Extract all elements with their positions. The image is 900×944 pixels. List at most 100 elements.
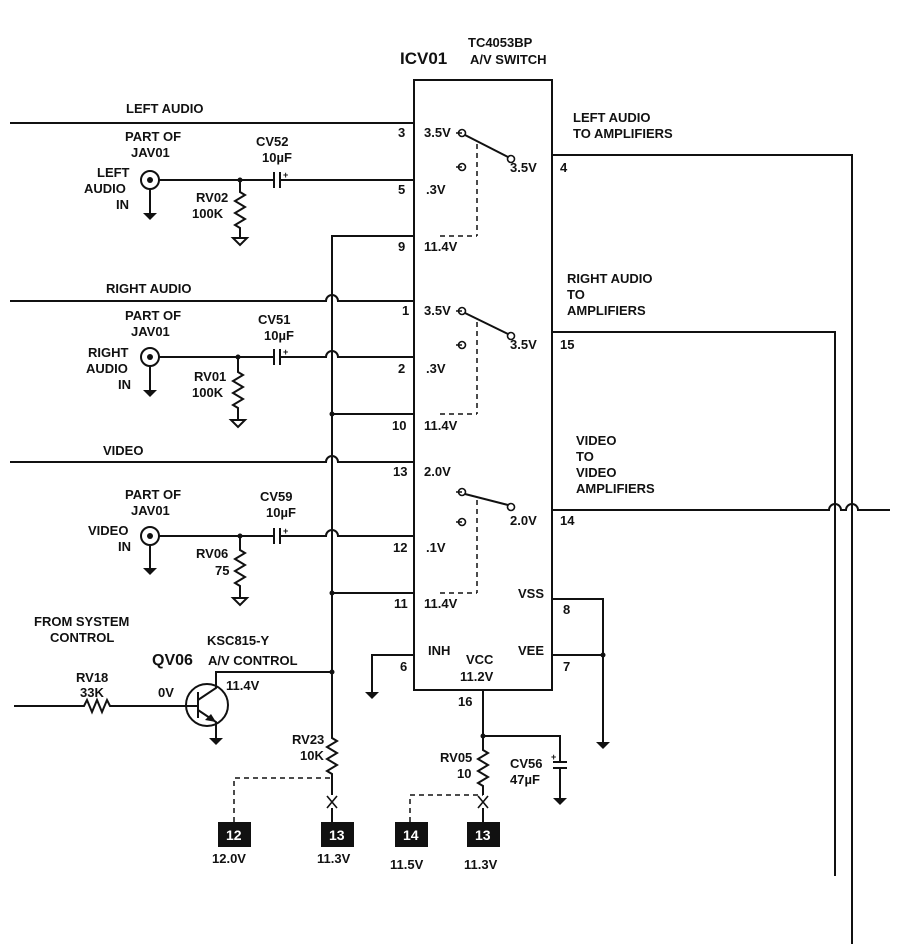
cv59-polarity: + xyxy=(283,526,288,536)
rv02-resistor xyxy=(233,180,247,238)
cv59-to-pin12-wire xyxy=(280,529,414,537)
pin-16-number: 16 xyxy=(458,694,472,709)
jack-right-part-of: PART OF xyxy=(125,308,181,323)
rv06-ref: RV06 xyxy=(196,546,228,561)
video-label: VIDEO xyxy=(103,443,143,458)
test-point-14-voltage: 11.5V xyxy=(390,857,424,872)
jack-video-label-1: VIDEO xyxy=(88,523,128,538)
pin-14-voltage: 2.0V xyxy=(510,513,537,528)
left-audio-label: LEFT AUDIO xyxy=(126,101,204,116)
jack-video-part-of: PART OF xyxy=(125,487,181,502)
junction-dot xyxy=(235,354,241,360)
transistor-base-voltage: 0V xyxy=(158,685,174,700)
rv01-resistor xyxy=(231,357,245,420)
rv23-ref: RV23 xyxy=(292,732,324,747)
left-output-label-2: TO AMPLIFIERS xyxy=(573,126,673,141)
qv06-collector xyxy=(197,671,332,701)
pin-1-voltage: 3.5V xyxy=(424,303,451,318)
pin-8-number: 8 xyxy=(563,602,570,617)
test-point-13-a: 13 xyxy=(321,822,354,847)
switch-1-left-audio xyxy=(440,128,516,237)
pin-11-number: 11 xyxy=(394,596,408,611)
rv06-resistor xyxy=(233,536,247,598)
rv05-resistor xyxy=(476,736,490,795)
pin-4-voltage: 3.5V xyxy=(510,160,537,175)
pin-13-voltage: 2.0V xyxy=(424,464,451,479)
rv05-ref: RV05 xyxy=(440,750,472,765)
rv23-resistor xyxy=(325,672,339,795)
svg-text:12: 12 xyxy=(226,827,242,843)
qv06-emitter-arrow xyxy=(205,714,216,722)
rv05-value: 10 xyxy=(457,766,471,781)
rv01-value: 100K xyxy=(192,385,224,400)
vcc-label: VCC xyxy=(466,652,494,667)
svg-text:13: 13 xyxy=(329,827,345,843)
junction-dot xyxy=(600,652,606,658)
pin-15-number: 15 xyxy=(560,337,574,352)
vee-label: VEE xyxy=(518,643,544,658)
jack-video-ref: JAV01 xyxy=(131,503,170,518)
pin-7-number: 7 xyxy=(563,659,570,674)
left-output-label-1: LEFT AUDIO xyxy=(573,110,651,125)
switch-contact-leads xyxy=(456,132,462,523)
cv59-capacitor xyxy=(273,528,281,544)
jack-left-ref: JAV01 xyxy=(131,145,170,160)
jack-right-ref: JAV01 xyxy=(131,324,170,339)
jack-left-label-1: LEFT xyxy=(97,165,130,180)
ic-part-number: TC4053BP xyxy=(468,35,533,50)
pin-10-voltage: 11.4V xyxy=(424,418,458,433)
video-output-label-4: AMPLIFIERS xyxy=(576,481,655,496)
test-point-12-voltage: 12.0V xyxy=(212,851,246,866)
inh-ground-line xyxy=(371,654,414,692)
cv51-capacitor xyxy=(273,349,281,365)
pin-2-voltage: .3V xyxy=(426,361,446,376)
rv06-value: 75 xyxy=(215,563,229,578)
from-system-label-2: CONTROL xyxy=(50,630,114,645)
ground-symbol xyxy=(230,237,250,247)
rv18-ref: RV18 xyxy=(76,670,108,685)
ground-symbol xyxy=(230,597,250,607)
test-point-14: 14 xyxy=(395,822,428,847)
tp12-dashed-link xyxy=(233,777,332,822)
ground-symbol xyxy=(143,213,157,220)
test-point-12: 12 xyxy=(218,822,251,847)
cv52-polarity: + xyxy=(283,170,288,180)
ground-symbol xyxy=(143,568,157,575)
ground-symbol xyxy=(596,742,610,749)
switch-2-right-audio xyxy=(440,306,516,415)
vcc-voltage: 11.2V xyxy=(460,669,494,684)
pin-9-voltage: 11.4V xyxy=(424,239,458,254)
svg-text:14: 14 xyxy=(403,827,419,843)
jack-left-part-of: PART OF xyxy=(125,129,181,144)
vss-line xyxy=(552,598,604,742)
transistor-function: A/V CONTROL xyxy=(208,653,298,668)
right-output-label-3: AMPLIFIERS xyxy=(567,303,646,318)
pin-10-number: 10 xyxy=(392,418,406,433)
cv56-value: 47µF xyxy=(510,772,540,787)
jack-video-label-2: IN xyxy=(118,539,131,554)
video-output-label-3: VIDEO xyxy=(576,465,616,480)
pin-5-number: 5 xyxy=(398,182,405,197)
junction-dot xyxy=(237,177,243,183)
rv18-value: 33K xyxy=(80,685,104,700)
jack-left-label-2: AUDIO xyxy=(84,181,126,196)
ground-symbol xyxy=(143,390,157,397)
ground-symbol xyxy=(365,692,379,699)
right-output-label-1: RIGHT AUDIO xyxy=(567,271,652,286)
video-output-label-2: TO xyxy=(576,449,594,464)
video-line xyxy=(10,455,414,463)
ground-symbol xyxy=(209,738,223,745)
junction-dot xyxy=(329,590,335,596)
rv23-value: 10K xyxy=(300,748,324,763)
test-point-13-a-voltage: 11.3V xyxy=(317,851,351,866)
rv05-test-point-cross xyxy=(477,795,489,809)
rv23-test-point-cross xyxy=(326,795,338,809)
right-audio-label: RIGHT AUDIO xyxy=(106,281,191,296)
ic-function: A/V SWITCH xyxy=(470,52,547,67)
jack-left-label-3: IN xyxy=(116,197,129,212)
jack-right-label-3: IN xyxy=(118,377,131,392)
ground-symbol xyxy=(553,798,567,805)
rv01-ref: RV01 xyxy=(194,369,226,384)
left-audio-output-line xyxy=(552,154,853,944)
